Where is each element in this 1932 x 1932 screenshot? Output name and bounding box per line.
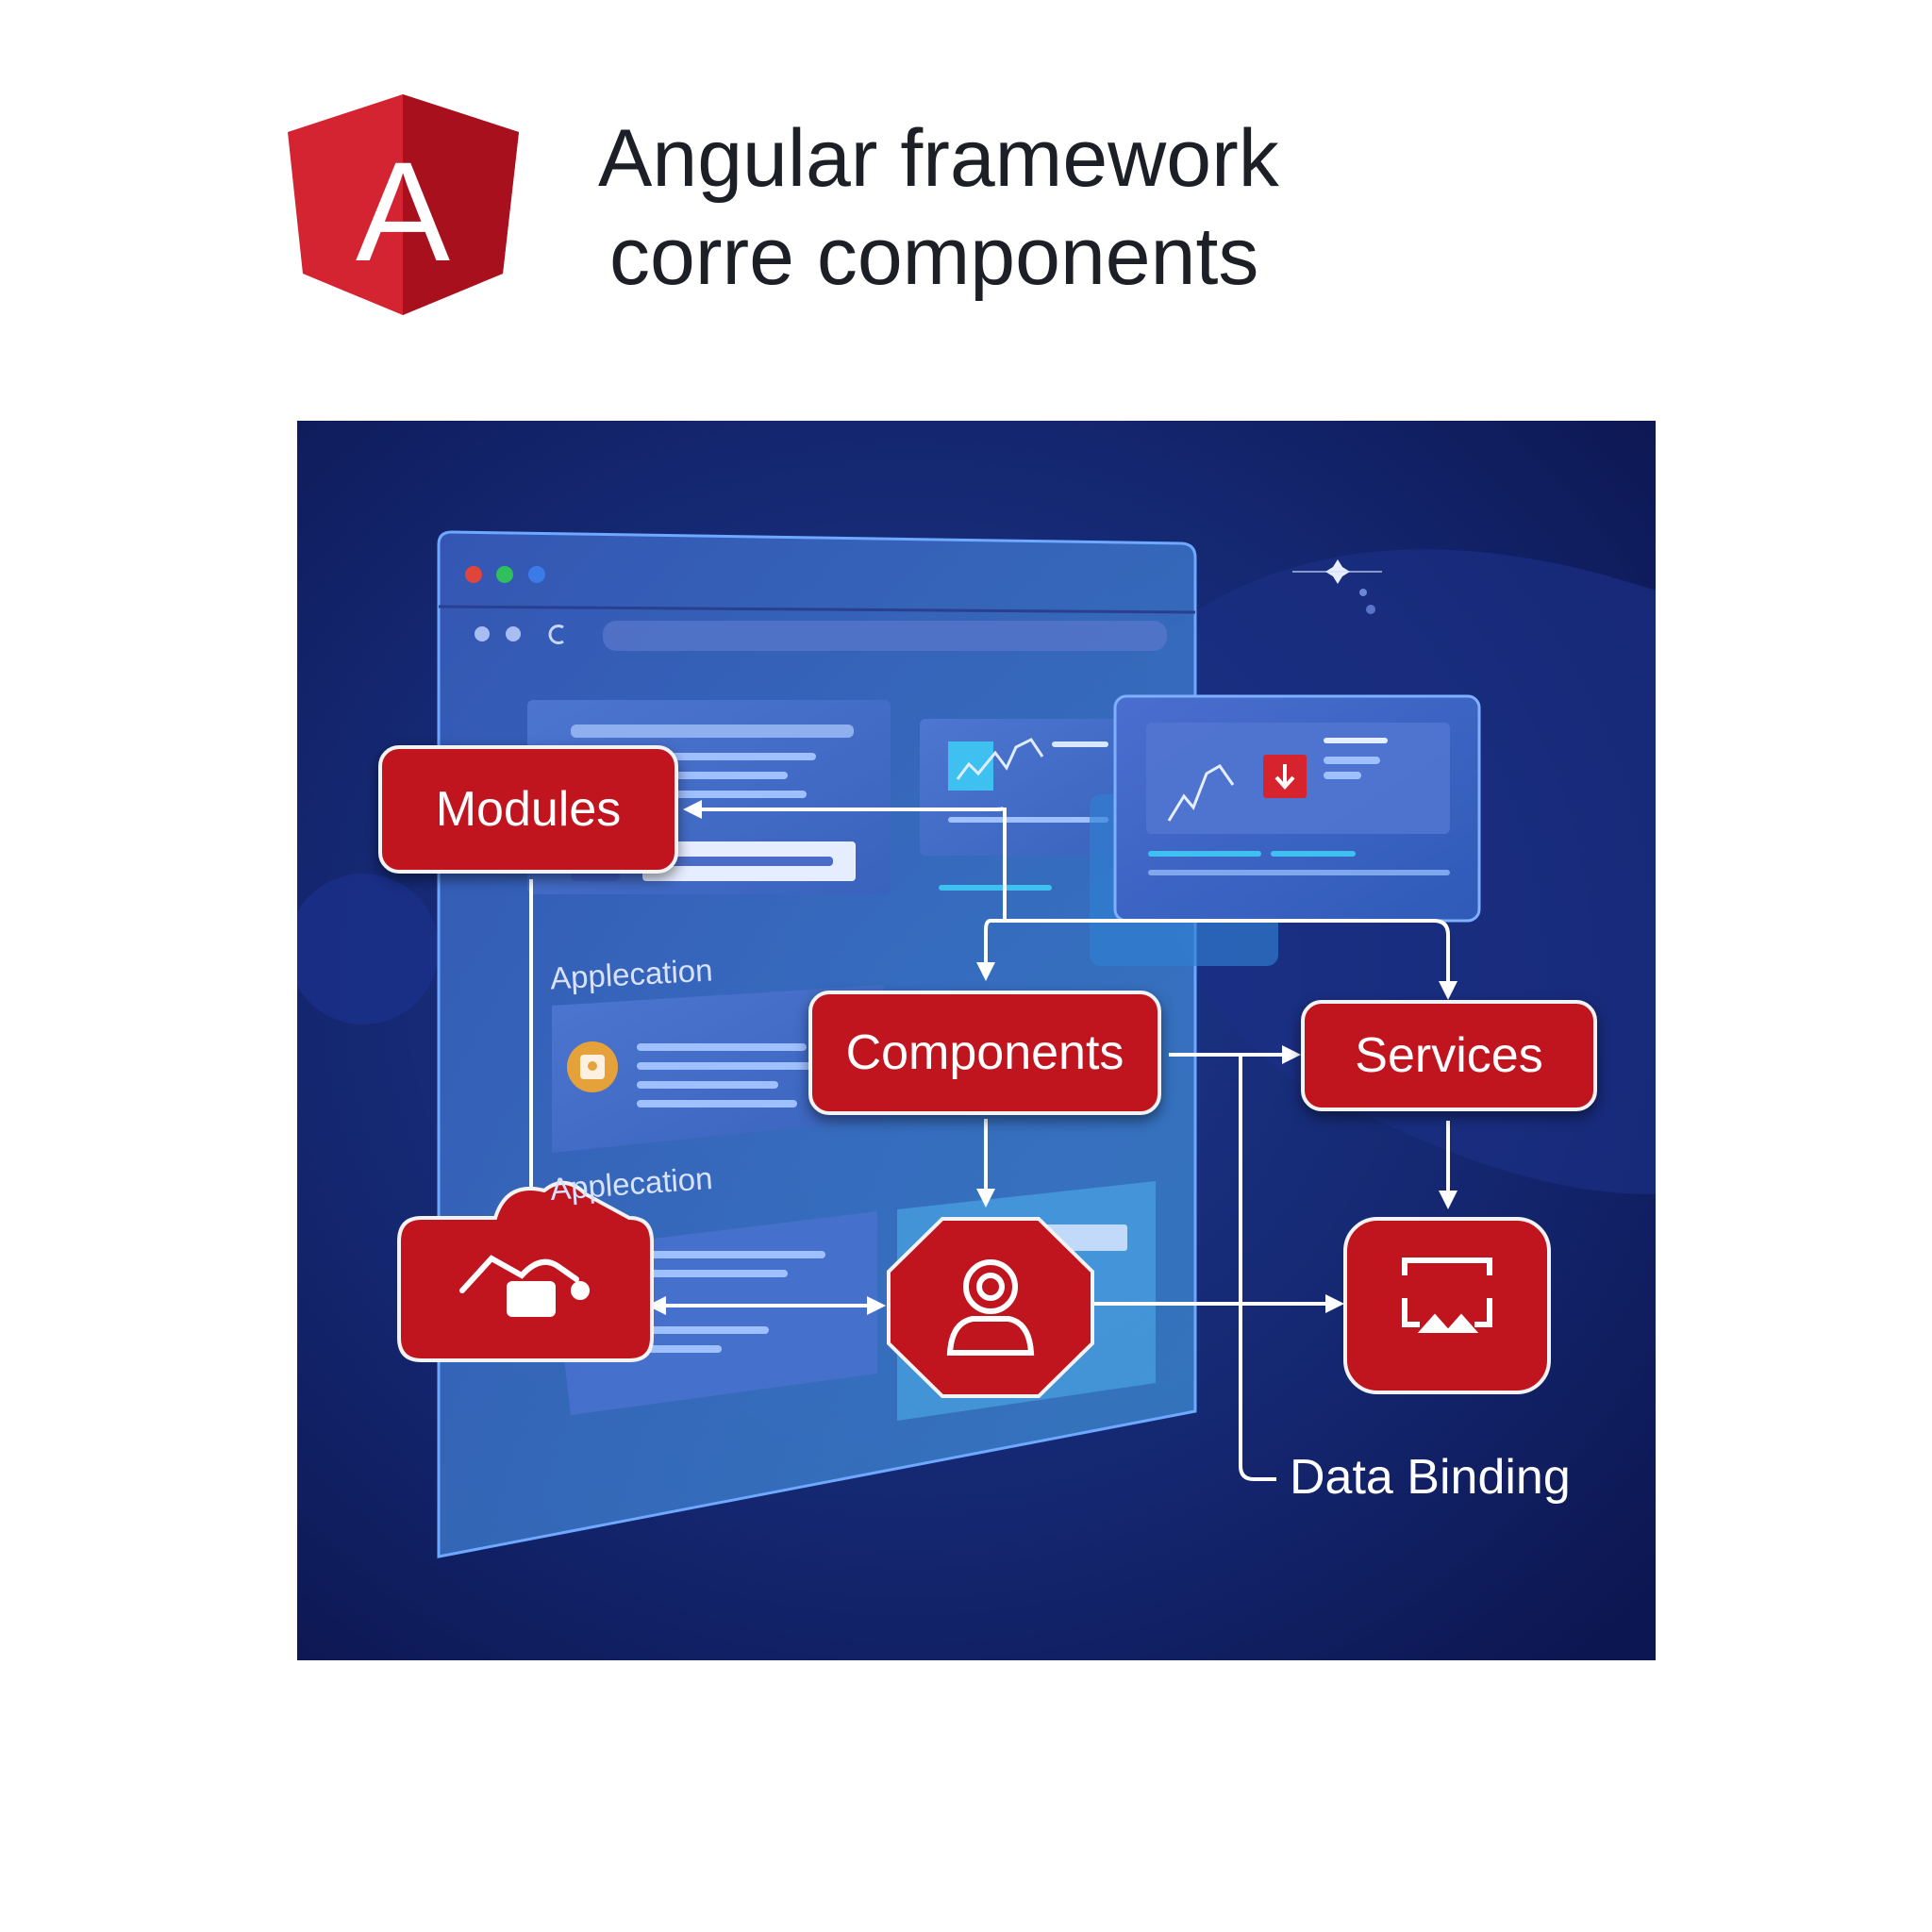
cloud-module-node [397,1181,654,1362]
modules-node: Modules [378,745,678,874]
page-title: Angular framework corre components [598,109,1279,306]
angular-logo: A [288,94,519,315]
services-node: Services [1301,1000,1597,1111]
content-card-2 [552,985,884,1153]
chart-card-small [920,719,1137,891]
display-icon [1402,1257,1492,1333]
window-close-dot [465,566,482,583]
display-service-node [1343,1217,1551,1394]
trend-line-large [1167,764,1235,822]
address-bar [603,621,1167,651]
nav-forward-dot [506,626,521,641]
background-circle [297,874,439,1024]
user-icon [946,1259,1035,1356]
reload-icon [548,625,564,644]
arrow-split-to-components [976,919,1005,981]
data-binding-label: Data Binding [1290,1450,1571,1505]
sparkle-icon [1292,559,1382,614]
user-component-node [887,1217,1094,1398]
connectors [522,800,1457,1481]
title-line-1: Angular framework [598,113,1279,204]
services-label: Services [1355,1028,1543,1083]
title-line-2: corre components [609,211,1259,302]
arrow-split-to-services [1005,919,1457,1000]
data-binding-line [1239,1055,1276,1481]
arrow-components-to-modules [683,800,1007,921]
angular-logo-letter: A [356,132,450,291]
components-label: Components [845,1025,1124,1080]
components-node: Components [808,991,1161,1115]
nav-back-dot [475,626,490,641]
modules-label: Modules [435,782,622,837]
cloud-network-icon [459,1255,590,1317]
window-maximize-dot [528,566,545,583]
window-minimize-dot [496,566,513,583]
trend-line-small [956,738,1044,780]
diagram-panel: Applecation Applecation Modules Componen… [297,421,1656,1660]
